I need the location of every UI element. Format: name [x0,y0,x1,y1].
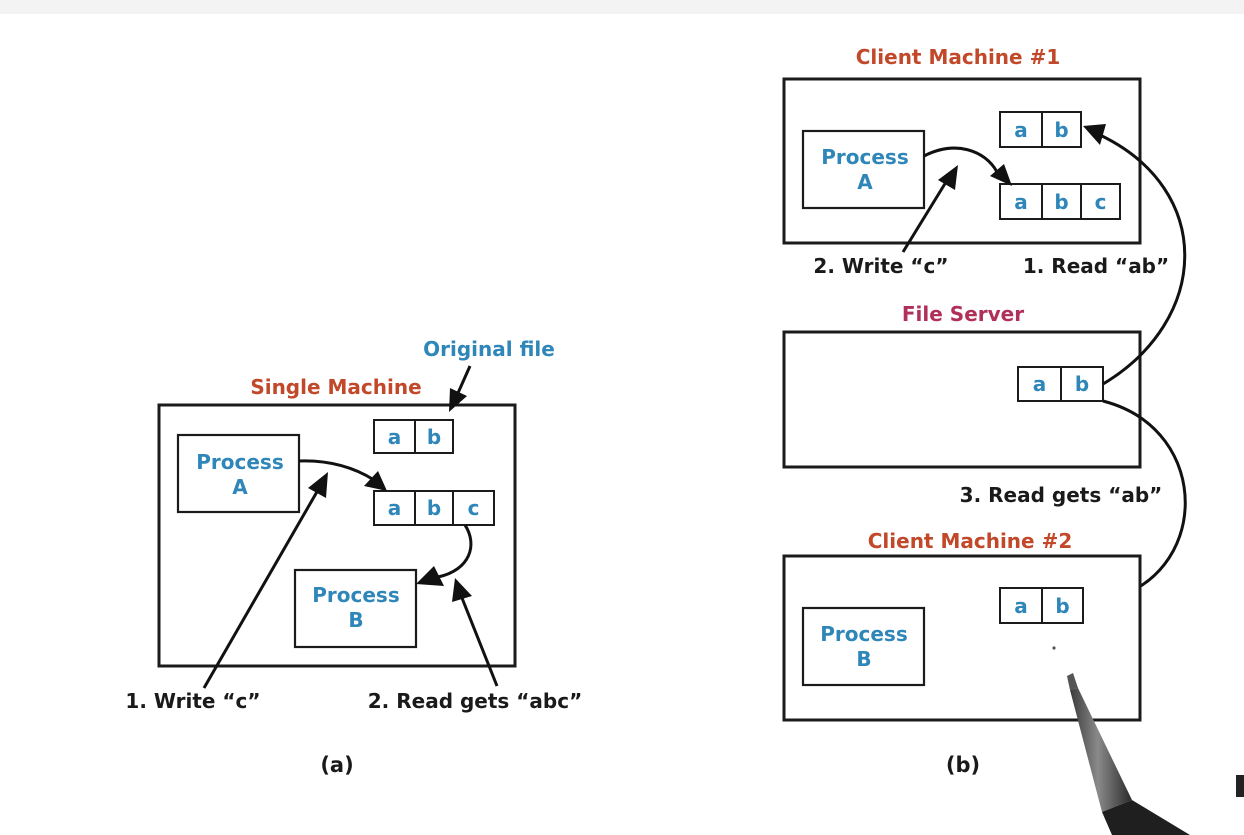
single-machine-title: Single Machine [250,375,421,399]
original-cell-a [373,419,416,454]
arrow-server-to-client-1 [1099,133,1187,386]
step-1-label: 1. Write “c” [125,689,260,713]
client-2-title: Client Machine #2 [868,529,1073,553]
arrowhead-original-file [449,388,467,412]
modified-cell-b-text: b [427,496,441,520]
arrowhead-read-gets [452,578,472,602]
arrowhead-write-c [308,472,328,498]
arrow-original-file [456,365,472,394]
read-gets-label: 3. Read gets “ab” [960,483,1163,507]
process-a-box [176,433,301,514]
file-server-title: File Server [902,302,1024,326]
client-2-cell-a [999,587,1043,624]
server-cell-a [1017,366,1062,402]
modified-cell-b [414,490,454,526]
arrowhead-client-1-write [938,165,958,190]
client-2-cell-b-text: b [1055,594,1069,618]
process-b-letter: B [348,608,363,632]
process-a-letter: A [232,475,248,499]
client-1-mod-cell-b [1041,183,1082,220]
panel-a: Original file Single Machine a b a b c P… [125,337,582,777]
original-cell-b-text: b [427,425,441,449]
client-1-mod-cell-a-text: a [1014,190,1028,214]
arrow-client-1-process-to-file [923,146,999,173]
client-1-title: Client Machine #1 [856,45,1061,69]
caption-a: (a) [320,753,353,777]
cursor-marker [1236,775,1244,797]
arrow-file-to-process-b [437,524,473,579]
client-2-process-letter: B [856,647,871,671]
process-a-label: Process [196,450,284,474]
arrowhead-client-1-process-to-file [990,164,1012,186]
client-1-write-label: 2. Write “c” [813,254,948,278]
arrowhead-server-to-client-1 [1083,124,1106,145]
original-file-label: Original file [423,337,555,361]
client-1-process-letter: A [857,170,873,194]
client-1-process-a-box [801,129,926,210]
caption-b: (b) [946,753,980,777]
pen-icon [1052,646,1190,835]
arrowhead-file-to-process-b [416,566,444,586]
top-bar [0,0,1244,14]
client-1-process-label: Process [821,145,909,169]
arrow-process-a-to-file [298,459,375,482]
panel-b: Client Machine #1 a b a b c Process A 2.… [782,45,1187,777]
client-1-cached-cell-b-text: b [1054,118,1068,142]
process-b-box [293,568,418,649]
arrow-read-gets [460,597,499,687]
client-1-cached-cell-a [999,111,1043,148]
original-cell-b [414,419,454,454]
client-2-process-b-box [801,606,926,687]
modified-cell-c [452,490,495,526]
arrow-write-c [202,489,320,689]
client-1-cached-cell-b [1041,111,1082,148]
original-cell-a-text: a [388,425,402,449]
server-cell-b-text: b [1075,372,1089,396]
process-b-label: Process [312,583,400,607]
client-2-cell-a-text: a [1014,594,1028,618]
client-1-read-label: 1. Read “ab” [1023,254,1169,278]
client-1-mod-cell-b-text: b [1054,190,1068,214]
client-1-cached-cell-a-text: a [1014,118,1028,142]
client-2-cell-b [1041,587,1084,624]
client-1-mod-cell-c-text: c [1095,190,1107,214]
step-2-label: 2. Read gets “abc” [368,689,582,713]
arrow-client-1-write [901,181,948,253]
modified-cell-a-text: a [388,496,402,520]
server-cell-a-text: a [1033,372,1047,396]
modified-cell-c-text: c [468,496,480,520]
client-2-process-label: Process [820,622,908,646]
client-1-mod-cell-c [1080,183,1121,220]
client-1-mod-cell-a [999,183,1043,220]
arrowhead-process-a-to-file [364,471,387,491]
